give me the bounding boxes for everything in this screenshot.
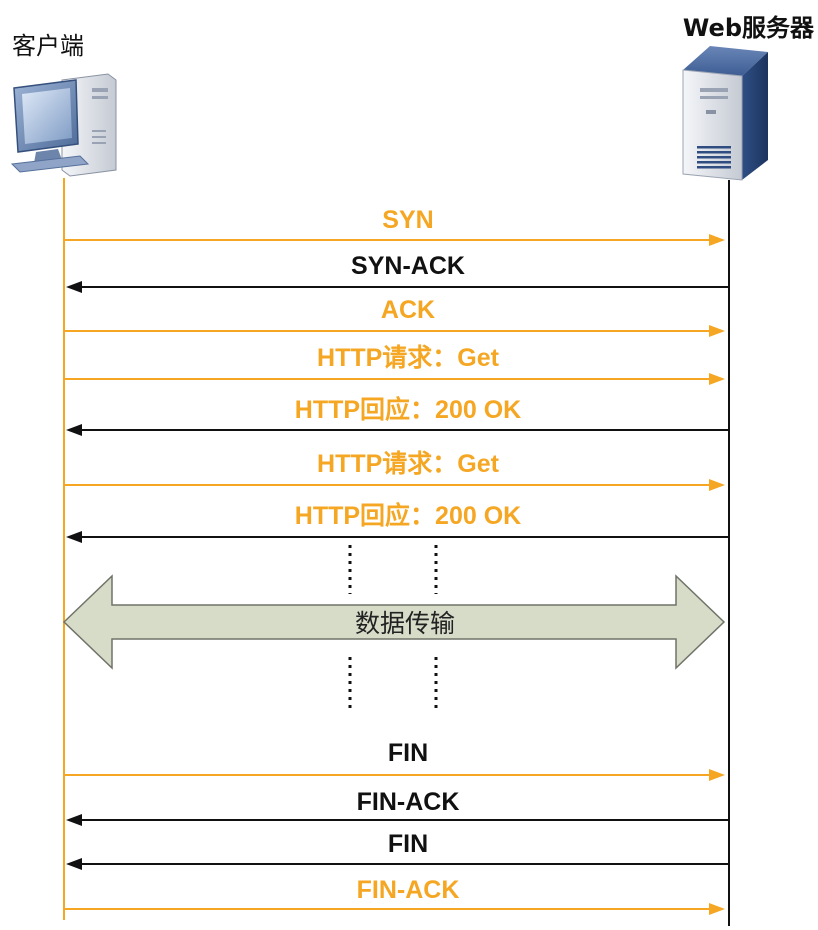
arrowhead-right: [709, 769, 725, 781]
message-ack: ACK: [64, 296, 725, 337]
message-syn-1: SYN: [64, 206, 725, 246]
message-http-req-1: HTTP请求：Get: [64, 344, 725, 385]
message-label: FIN-ACK: [357, 788, 460, 816]
arrowhead-left: [66, 424, 82, 436]
message-fin-ack-2: FIN-ACK: [64, 876, 725, 915]
message-syn-ack: SYN-ACK: [66, 252, 729, 293]
server-label: Web服务器: [682, 14, 814, 42]
arrowhead-right: [709, 373, 725, 385]
message-label: FIN: [388, 739, 428, 767]
arrowhead-left: [66, 858, 82, 870]
message-label: SYN: [382, 206, 433, 234]
message-fin-1: FIN: [64, 739, 725, 781]
arrowhead-left: [66, 531, 82, 543]
arrowhead-right: [709, 903, 725, 915]
arrowhead-left: [66, 281, 82, 293]
arrowhead-left: [66, 814, 82, 826]
message-fin-ack-1: FIN-ACK: [66, 788, 729, 826]
message-http-res-1: HTTP回应：200 OK: [66, 395, 729, 436]
transfer-label: 数据传输: [355, 609, 455, 638]
arrowhead-right: [709, 325, 725, 337]
message-label: HTTP回应：200 OK: [295, 395, 521, 424]
arrowhead-right: [709, 479, 725, 491]
message-label: SYN-ACK: [351, 252, 465, 280]
arrowhead-right: [709, 234, 725, 246]
client-label: 客户端: [12, 32, 84, 60]
message-label: HTTP请求：Get: [317, 450, 500, 478]
message-label: FIN-ACK: [357, 876, 460, 904]
server-tower-icon: [682, 46, 768, 181]
desktop-computer-icon: [10, 73, 117, 177]
message-http-req-2: HTTP请求：Get: [64, 450, 725, 491]
message-label: ACK: [381, 296, 435, 324]
transfer-double-arrow: [62, 574, 726, 670]
data-transfer-band: 数据传输: [62, 545, 726, 710]
message-http-res-2: HTTP回应：200 OK: [66, 501, 729, 543]
message-label: HTTP回应：200 OK: [295, 501, 521, 530]
message-label: FIN: [388, 830, 428, 858]
message-fin-2: FIN: [66, 830, 729, 870]
message-label: HTTP请求：Get: [317, 344, 500, 372]
